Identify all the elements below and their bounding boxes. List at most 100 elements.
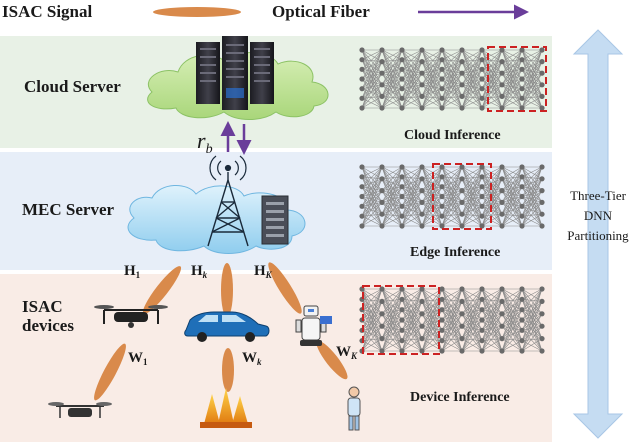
dnn-edge-line [461,288,483,339]
dnn-edge-line [481,288,503,341]
dnn-edge-line [421,166,443,217]
dnn-edge-line [501,299,523,339]
dnn-neuron [539,188,545,194]
dnn-edge-line [361,288,383,321]
dnn-neuron [359,76,365,82]
dnn-edge-line [521,288,543,341]
dnn-edge-line [481,61,503,109]
dnn-neuron [499,286,505,292]
dnn-edge-line [461,309,483,327]
dnn-neuron [399,47,405,53]
dnn-edge-line [521,176,543,227]
dnn-neuron [519,286,525,292]
partitioning-double-arrow [572,29,624,439]
dnn-edge-line [401,72,423,89]
dnn-edge-line [521,202,543,227]
dnn-edge-line [521,301,543,352]
dnn-edge-line [441,213,463,227]
dnn-edge-line [461,98,483,109]
dnn-edge-line [521,49,543,60]
dnn-edge-line [401,61,423,89]
dnn-edge-line [441,84,463,99]
dnn-edge-line [421,59,443,85]
dnn-edge-line [481,49,503,99]
dnn-edge-line [421,309,443,352]
dnn-edge-line [441,166,463,227]
car-icon [184,311,270,342]
dnn-edge-line [361,49,383,60]
dnn-edge-line [501,319,523,352]
dnn-edge-line [401,49,423,60]
dnn-edge-line [501,190,523,217]
robot-icon [295,305,332,346]
dnn-edge-line [361,49,383,89]
dnn-neuron [459,164,465,170]
dnn-edge-line [501,69,523,74]
dnn-neuron [459,298,465,304]
dnn-edge-line [501,78,523,86]
beam-w1 [94,343,126,401]
dnn-edge-line [361,301,383,310]
dnn-neuron [499,311,505,317]
dnn-edge-line [421,59,443,74]
dnn-edge-line [461,313,483,341]
dnn-edge-line [401,84,423,109]
dnn-edge-line [501,319,523,327]
dnn-edge-line [361,319,383,327]
dnn-edge-line [401,196,423,203]
label-wk: Wk [242,350,262,367]
dnn-edge-line [381,288,403,339]
dnn-edge-line [381,288,403,352]
dnn-edge-line [481,72,503,80]
dnn-edge-line [421,49,443,97]
dnn-edge-line [461,319,483,352]
dnn-edge-line [521,61,543,80]
dnn-edge-line [461,190,483,207]
dnn-edge-line [481,59,503,109]
dnn-edge-line [441,59,463,62]
dnn-edge-line [501,166,523,180]
dnn-edge-line [361,166,383,207]
dnn-edge-line [361,309,383,315]
dnn-edge-line [401,325,423,341]
dnn-neuron [499,59,505,65]
dnn-edge-line [401,288,423,341]
dnn-edge-line [461,84,483,89]
dnn-neuron [459,82,465,88]
dnn-neuron [359,86,365,92]
dnn-edge-line [381,313,403,341]
dnn-edge-line [441,288,463,341]
dnn-edge-line [521,166,543,227]
dnn-edge-line [401,186,423,191]
dnn-edge-line [441,166,463,207]
dnn-edge-line [461,299,483,339]
dnn-edge-line [481,49,503,80]
dnn-edge-line [481,190,503,197]
dnn-edge-line [501,309,523,339]
dnn-edge-line [381,313,403,331]
dnn-edge-line [401,313,423,321]
dnn-edge-line [361,301,383,341]
dnn-edge-line [461,49,483,85]
dnn-edge-line [521,166,543,197]
dnn-neuron [379,199,385,205]
legend: ISAC Signal Optical Fiber [2,2,529,21]
dnn-edge-line [461,340,483,352]
dnn-edge-line [461,78,483,109]
dnn-edge-line [421,98,443,109]
dnn-edge-line [361,313,383,331]
dnn-edge-line [361,166,383,217]
dnn-edge-line [361,59,383,109]
dnn-edge-line [461,73,483,99]
dnn-edge-line [461,59,483,109]
dnn-edge-line [381,88,403,109]
dnn-edge-line [401,301,423,310]
dnn-edge-line [501,313,523,341]
dnn-edge-line [501,299,523,352]
dnn-edge-line [501,59,523,97]
dnn-edge-line [441,176,463,180]
dnn-edge-line [481,309,503,327]
dnn-edge-line [461,78,483,86]
dnn-edge-line [401,313,423,352]
dnn-edge-line [361,186,383,191]
